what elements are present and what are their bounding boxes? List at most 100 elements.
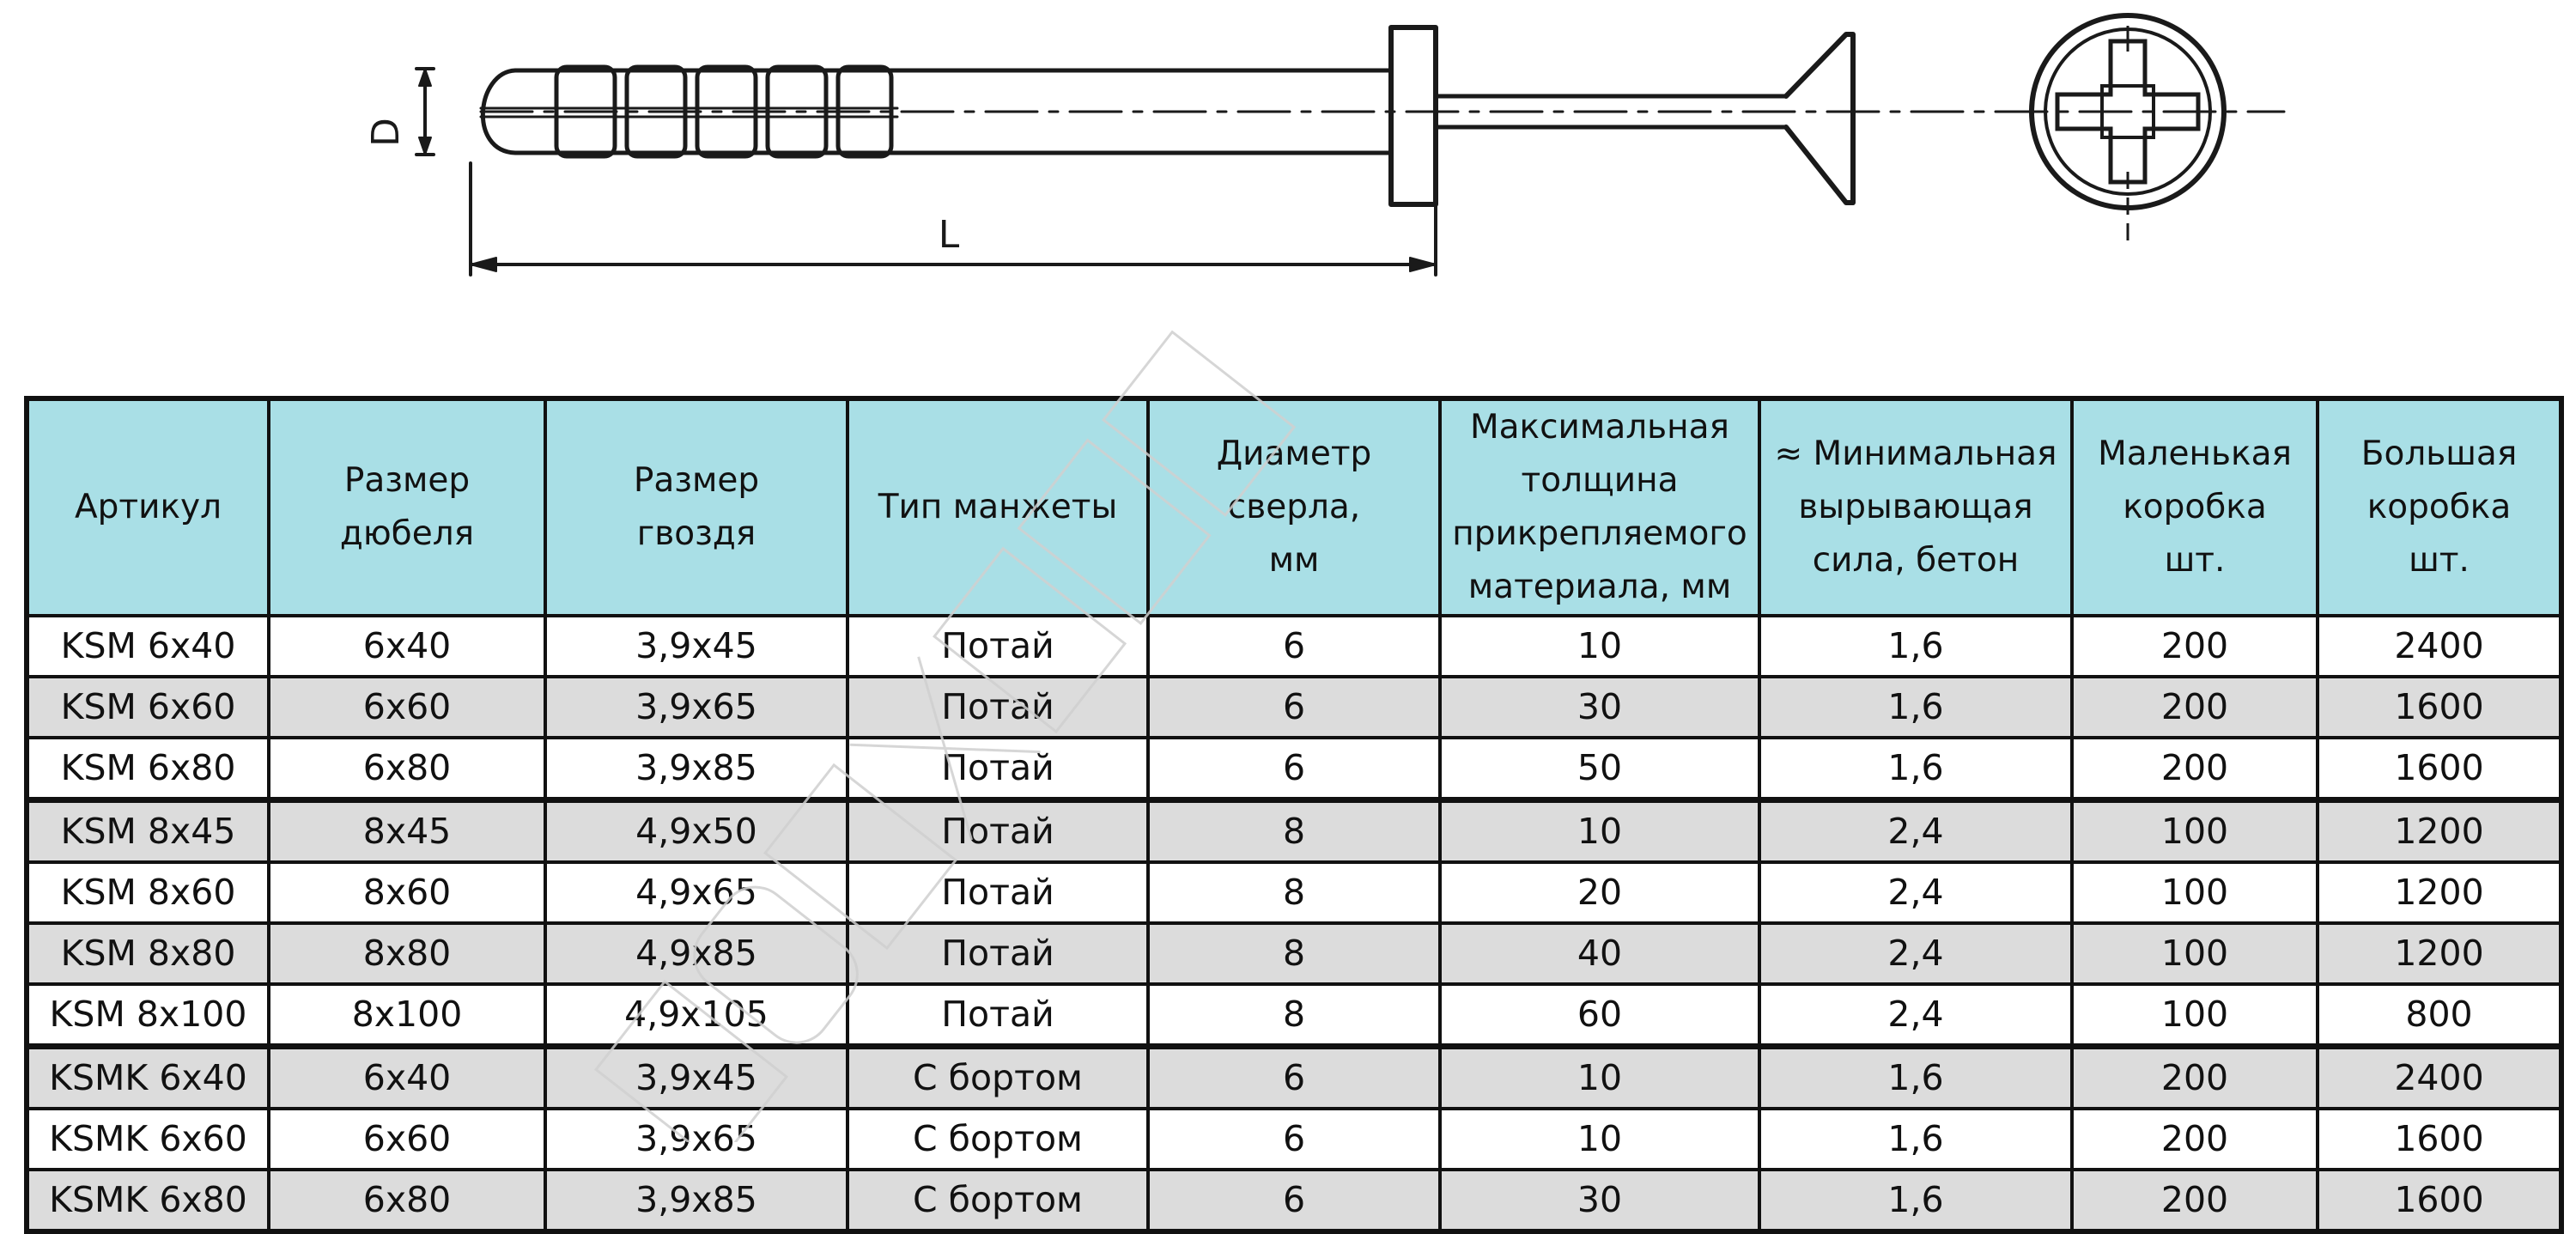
cell-pullout-force: 1,6 [1758,675,2074,739]
cell-small-box: 100 [2070,797,2319,864]
cell-dowel-size: 6x40 [267,1043,547,1110]
cell-drill-diameter: 6 [1146,1107,1442,1171]
cell-collar-type: Потай [846,614,1150,678]
cell-pullout-force: 1,6 [1758,1043,2074,1110]
cell-small-box: 200 [2070,1107,2319,1171]
cell-small-box: 200 [2070,675,2319,739]
cell-collar-type: Потай [846,797,1150,864]
diameter-label: D [364,118,408,147]
cell-nail-size: 4,9x105 [544,982,849,1049]
cell-small-box: 200 [2070,614,2319,678]
cell-max-thickness: 20 [1438,860,1761,925]
header-line: мм [1268,541,1320,580]
cell-max-thickness: 10 [1438,1107,1761,1171]
cell-dowel-size: 6x60 [267,675,547,739]
cell-nail-size: 3,9x65 [544,675,849,739]
cell-large-box: 1200 [2316,921,2563,986]
cell-large-box: 800 [2316,982,2563,1049]
cell-large-box: 1200 [2316,797,2563,864]
header-line: Артикул [74,488,222,526]
cell-pullout-force: 1,6 [1758,1107,2074,1171]
cell-drill-diameter: 8 [1146,797,1442,864]
cell-collar-type: Потай [846,921,1150,986]
cell-article: KSM 6x40 [25,614,270,678]
cell-nail-size: 4,9x50 [544,797,849,864]
header-drill-diameter: Диаметр сверла, мм [1146,397,1442,617]
cell-article: KSMK 6x60 [25,1107,270,1171]
cell-nail-size: 4,9x85 [544,921,849,986]
header-line: Размер [343,461,471,500]
cell-drill-diameter: 8 [1146,860,1442,925]
cell-article: KSM 6x80 [25,736,270,802]
header-line: прикрепляемого [1452,514,1747,553]
dowel-technical-drawing: D L [0,0,2576,378]
header-line: материала, мм [1467,568,1732,606]
cell-dowel-size: 6x60 [267,1107,547,1171]
cell-large-box: 1600 [2316,1107,2563,1171]
cell-collar-type: С бортом [846,1107,1150,1171]
header-collar-type: Тип манжеты [846,397,1150,617]
cell-max-thickness: 30 [1438,675,1761,739]
cell-small-box: 100 [2070,982,2319,1049]
cell-article: KSM 6x60 [25,675,270,739]
cell-collar-type: Потай [846,736,1150,802]
cell-collar-type: Потай [846,860,1150,925]
cell-drill-diameter: 8 [1146,921,1442,986]
cell-drill-diameter: 6 [1146,1043,1442,1110]
cell-max-thickness: 10 [1438,797,1761,864]
header-line: коробка [2123,488,2267,526]
header-line: гвоздя [636,514,756,553]
cell-pullout-force: 1,6 [1758,1168,2074,1233]
cell-article: KSM 8x60 [25,860,270,925]
header-line: ≈ Минимальная [1774,435,2057,473]
cell-large-box: 1200 [2316,860,2563,925]
cell-nail-size: 3,9x85 [544,1168,849,1233]
cell-collar-type: С бортом [846,1168,1150,1233]
cell-max-thickness: 10 [1438,1043,1761,1110]
length-label: L [939,213,960,257]
cell-nail-size: 3,9x85 [544,736,849,802]
cell-nail-size: 3,9x65 [544,1107,849,1171]
cell-large-box: 2400 [2316,614,2563,678]
cell-small-box: 200 [2070,736,2319,802]
cell-collar-type: Потай [846,675,1150,739]
cell-dowel-size: 8x45 [267,797,547,864]
cell-pullout-force: 1,6 [1758,736,2074,802]
cell-article: KSM 8x45 [25,797,270,864]
cell-drill-diameter: 8 [1146,982,1442,1049]
cell-article: KSM 8x100 [25,982,270,1049]
header-line: Большая [2360,435,2518,473]
cell-small-box: 100 [2070,921,2319,986]
cell-large-box: 1600 [2316,736,2563,802]
cell-max-thickness: 10 [1438,614,1761,678]
header-line: шт. [2409,541,2470,580]
header-line: толщина [1521,461,1679,500]
cell-large-box: 2400 [2316,1043,2563,1110]
header-line: сверла, [1227,488,1361,526]
cell-dowel-size: 8x80 [267,921,547,986]
header-line: шт. [2164,541,2226,580]
cell-large-box: 1600 [2316,1168,2563,1233]
cell-dowel-size: 8x60 [267,860,547,925]
cell-pullout-force: 2,4 [1758,921,2074,986]
cell-nail-size: 4,9x65 [544,860,849,925]
cell-nail-size: 3,9x45 [544,614,849,678]
cell-pullout-force: 2,4 [1758,982,2074,1049]
header-line: Диаметр [1216,435,1372,473]
cell-drill-diameter: 6 [1146,675,1442,739]
header-line: сила, бетон [1812,541,2020,580]
cell-pullout-force: 2,4 [1758,860,2074,925]
